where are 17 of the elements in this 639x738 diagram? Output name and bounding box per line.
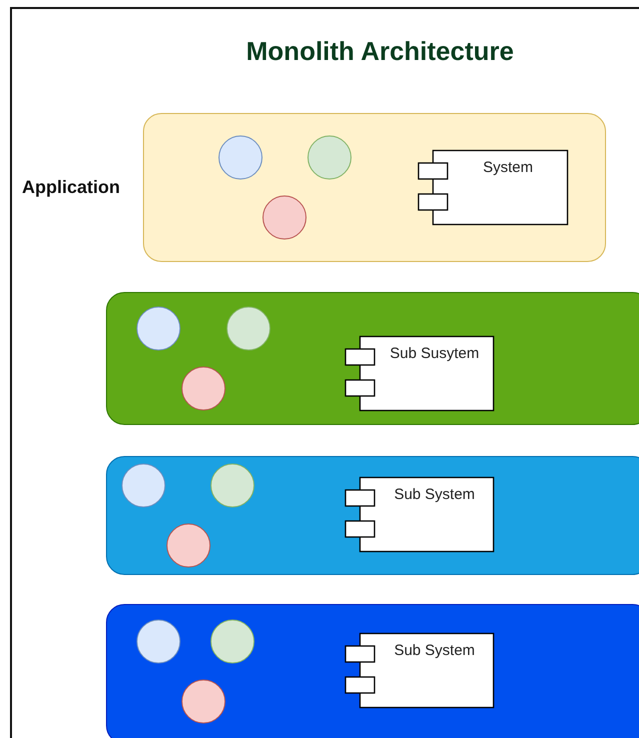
layer-band xyxy=(106,456,639,575)
layer-band xyxy=(106,292,639,425)
circle-shape xyxy=(121,463,166,508)
circle-shape xyxy=(262,195,307,240)
circle-shape xyxy=(136,306,181,351)
circle-shape xyxy=(210,463,255,508)
circle-shape xyxy=(136,619,181,664)
layer-label: Application xyxy=(22,176,120,198)
diagram-title: Monolith Architecture xyxy=(245,36,515,67)
circle-shape xyxy=(218,135,263,180)
layer-band xyxy=(106,604,639,738)
circle-shape xyxy=(181,679,226,724)
circle-shape xyxy=(226,306,271,351)
circle-shape xyxy=(166,523,211,568)
circle-shape xyxy=(307,135,352,180)
circle-shape xyxy=(210,619,255,664)
circle-shape xyxy=(181,366,226,411)
